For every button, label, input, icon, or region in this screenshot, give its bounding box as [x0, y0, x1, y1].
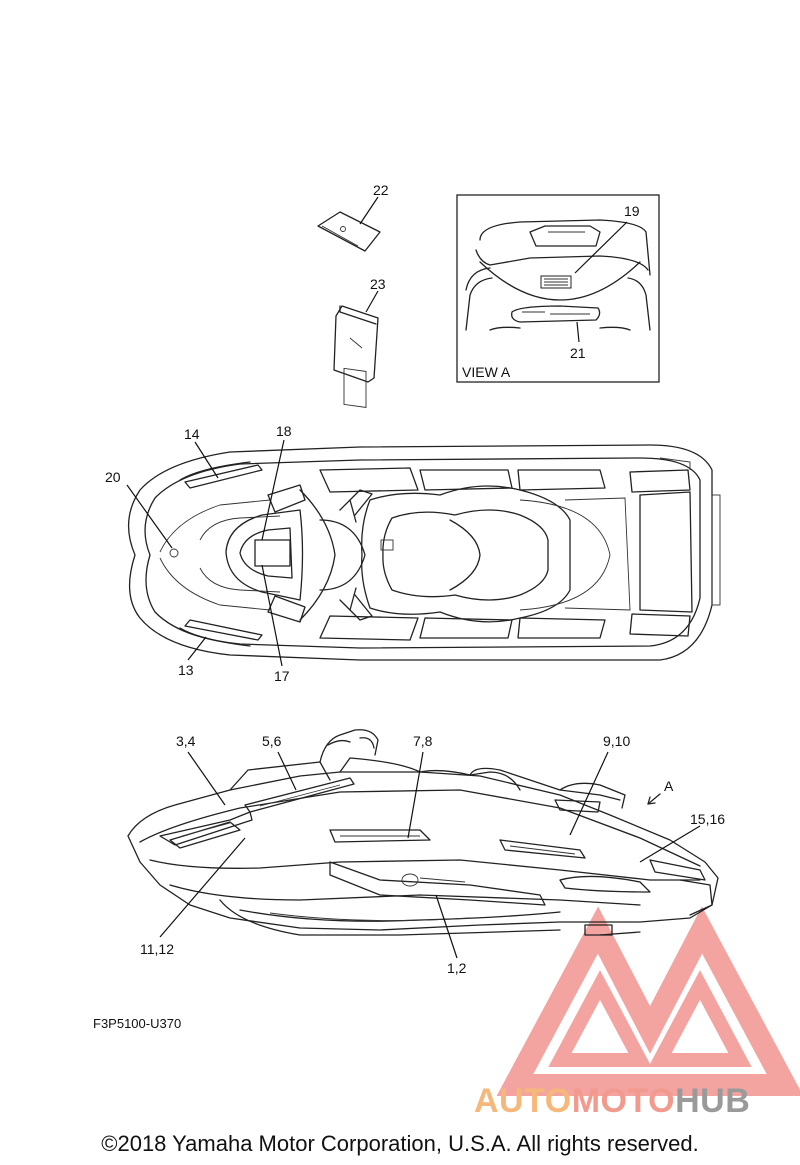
callout-3-4: 3,4 — [176, 733, 196, 749]
callout-21: 21 — [570, 345, 586, 361]
side-view-drawing — [127, 729, 719, 959]
callout-11-12: 11,12 — [140, 941, 174, 957]
callout-7-8: 7,8 — [413, 733, 433, 749]
watermark-text: AUTOMOTOHUB — [474, 1082, 750, 1121]
callout-14: 14 — [184, 426, 200, 442]
callout-20: 20 — [105, 469, 121, 485]
watermark-logo — [496, 906, 800, 1096]
part-22-drawing — [317, 196, 381, 252]
view-a-box — [456, 194, 660, 383]
top-view-drawing — [126, 439, 721, 667]
drawing-code: F3P5100-U370 — [93, 1016, 182, 1031]
watermark-hub: HUB — [675, 1082, 751, 1120]
callout-23: 23 — [370, 276, 386, 292]
view-a-label: VIEW A — [462, 364, 511, 380]
callout-19: 19 — [624, 203, 640, 219]
copyright-notice: ©2018 Yamaha Motor Corporation, U.S.A. A… — [101, 1131, 699, 1156]
callout-18: 18 — [276, 423, 292, 439]
callout-13: 13 — [178, 662, 194, 678]
callout-15-16: 15,16 — [690, 811, 726, 827]
callout-1-2: 1,2 — [447, 960, 467, 976]
callout-9-10: 9,10 — [603, 733, 631, 749]
callout-17: 17 — [274, 668, 290, 684]
callout-a: A — [664, 778, 674, 794]
callout-5-6: 5,6 — [262, 733, 282, 749]
part-23-drawing — [333, 290, 379, 408]
watermark-moto: MOTO — [571, 1082, 676, 1120]
watermark-auto: AUTO — [474, 1082, 572, 1120]
callout-22: 22 — [373, 182, 389, 198]
